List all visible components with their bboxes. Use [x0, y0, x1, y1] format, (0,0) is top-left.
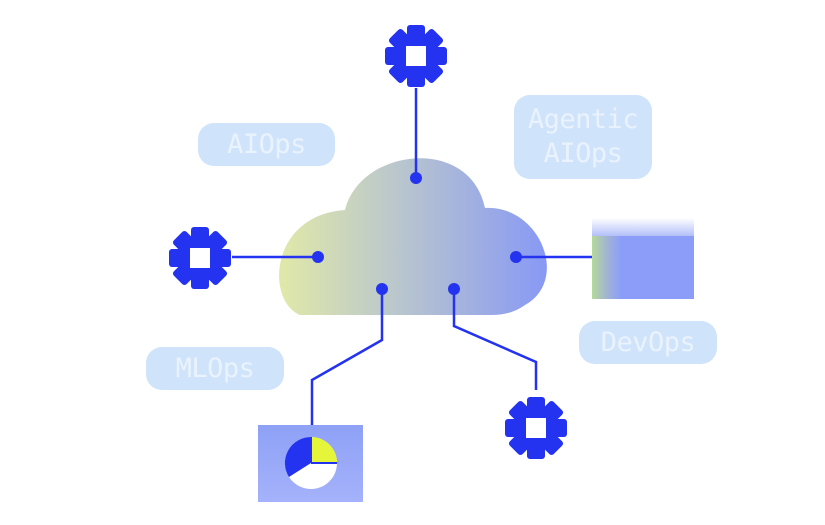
- connector-bottom-right: [452, 289, 538, 390]
- node-bottom-right: [448, 283, 460, 295]
- connector-lines: [232, 88, 596, 425]
- mlops-label: MLOps: [146, 347, 284, 390]
- connector-nodes: [312, 172, 522, 295]
- gear-icon: [385, 25, 447, 87]
- pie-chart-icon: [258, 425, 363, 502]
- devops-label: DevOps: [579, 321, 717, 364]
- panel-window-icon: [592, 218, 694, 299]
- aiops-label: AIOps: [198, 123, 335, 166]
- aiops-label-text: AIOps: [227, 128, 306, 160]
- connector-bottom-left: [310, 289, 384, 425]
- devops-label-text: DevOps: [600, 326, 696, 358]
- cloud-shape: [279, 158, 547, 315]
- node-left: [312, 251, 324, 263]
- node-top: [410, 172, 422, 184]
- agentic-aiops-label: Agentic AIOps: [514, 95, 652, 179]
- gear-icon: [505, 397, 567, 459]
- mlops-label-text: MLOps: [175, 352, 255, 384]
- gear-icon: [169, 227, 231, 289]
- node-bottom-left: [376, 283, 388, 295]
- node-right: [510, 251, 522, 263]
- agentic-aiops-label-text: Agentic AIOps: [527, 104, 639, 169]
